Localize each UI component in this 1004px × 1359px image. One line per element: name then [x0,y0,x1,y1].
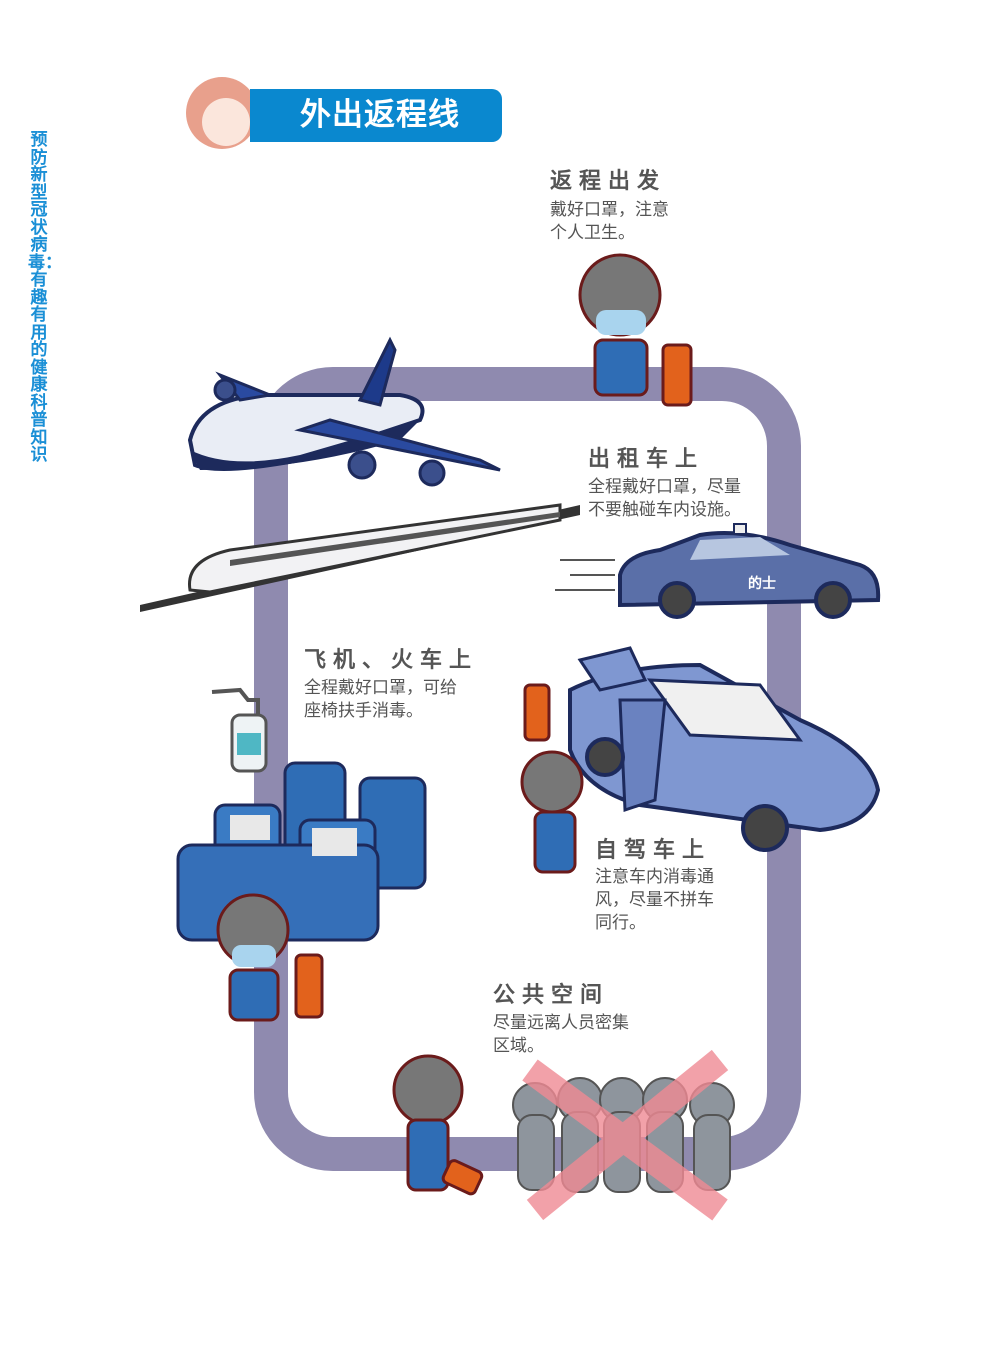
side-book-title: 预防新型冠状病毒：有趣有用的健康科普知识 [28,130,62,465]
page-title-banner: 外出返程线 [250,89,502,142]
hand-sanitizer-icon [211,687,268,773]
text-line: 全程戴好口罩，尽量 [588,477,741,497]
taxi-icon [555,523,881,619]
text-line: 同行。 [595,913,646,933]
text-line: 不要触碰车内设施。 [588,500,741,520]
text-line: 尽量远离人员密集 [493,1013,629,1033]
text-line: 全程戴好口罩，可给 [304,678,457,698]
text-line: 注意车内消毒通 [595,867,714,887]
girl-avatar-icon [186,77,258,149]
child-with-suitcase-icon [392,1054,484,1196]
text-line: 个人卫生。 [550,223,635,243]
section-text: 全程戴好口罩，尽量 不要触碰车内设施。 [588,476,741,522]
section-text: 全程戴好口罩，可给 座椅扶手消毒。 [304,677,457,723]
train-icon [140,503,580,612]
airplane-icon [187,336,501,487]
prohibited-cross-icon [522,1049,729,1221]
text-line: 区域。 [493,1036,544,1056]
section-heading: 公共空间 [493,983,610,1008]
child-with-mask-icon [216,893,324,1022]
child-with-mask-icon [578,253,693,407]
text-line: 风，尽量不拼车 [595,890,714,910]
section-text: 注意车内消毒通 风，尽量不拼车 同行。 [595,866,714,935]
section-heading: 出租车上 [588,447,705,472]
section-heading: 飞机、火车上 [304,648,479,673]
text-line: 戴好口罩，注意 [550,200,669,220]
child-walking-icon [520,683,584,874]
taxi-label: 的士 [748,576,776,592]
text-line: 座椅扶手消毒。 [304,701,423,721]
plane-seats-icon [176,761,427,942]
section-text: 尽量远离人员密集 区域。 [493,1012,629,1058]
section-heading: 自驾车上 [595,838,712,863]
private-car-icon [568,646,881,852]
section-text: 戴好口罩，注意 个人卫生。 [550,199,669,245]
crowd-icon [512,1049,735,1221]
section-heading: 返程出发 [550,169,667,194]
